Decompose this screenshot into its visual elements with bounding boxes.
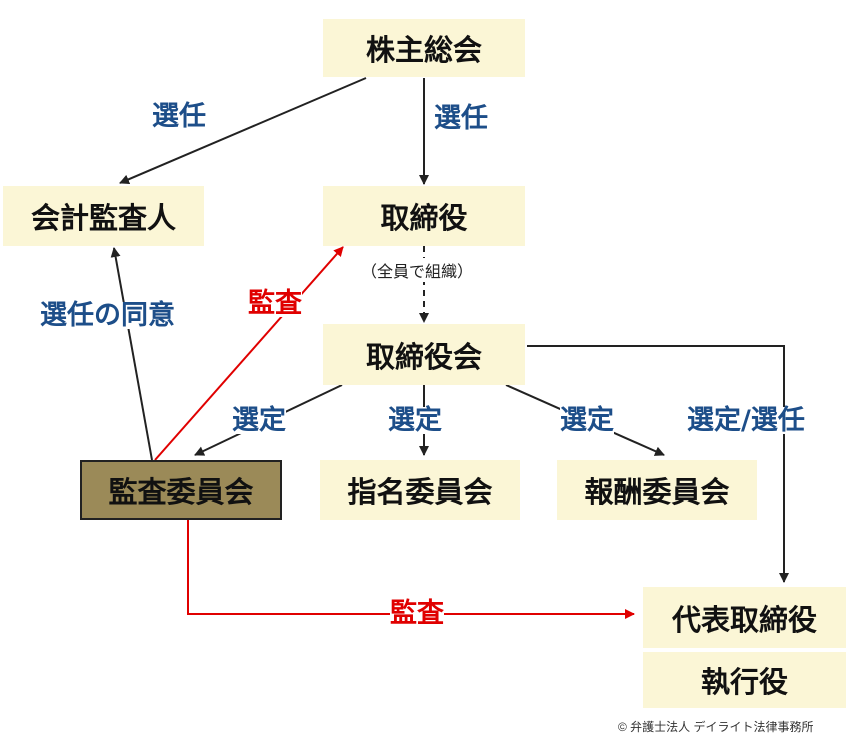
node-board: 取締役会	[323, 324, 525, 385]
directors-note: （全員で組織）	[361, 258, 474, 282]
label-audit-up: 監査	[248, 288, 302, 319]
arrow-elect-auditor	[119, 77, 367, 185]
node-representative-executive: 代表取締役	[643, 587, 846, 648]
label-select-mid: 選定	[388, 405, 442, 436]
copyright-credit: © 弁護士法人 デイライト法律事務所	[618, 720, 814, 734]
label-elect-left: 選任	[152, 101, 206, 132]
label-select-right: 選定	[560, 405, 614, 436]
node-compensation-committee: 報酬委員会	[557, 460, 757, 520]
label-audit-bottom: 監査	[390, 598, 444, 629]
node-audit-committee: 監査委員会	[80, 460, 282, 520]
arrow-audit-exec	[187, 520, 635, 619]
label-consent: 選任の同意	[40, 300, 175, 331]
node-executive-officer: 執行役	[643, 652, 846, 708]
label-select-elect: 選定/選任	[687, 405, 805, 436]
label-elect-down: 選任	[434, 103, 488, 134]
arrow-select-elect-exec	[527, 345, 789, 583]
node-directors: 取締役	[323, 186, 525, 246]
arrow-consent-auditor	[110, 247, 153, 461]
label-select-left: 選定	[232, 405, 286, 436]
node-shareholders-meeting: 株主総会	[323, 19, 525, 77]
arrow-audit-directors	[154, 246, 344, 461]
node-accounting-auditor: 会計監査人	[3, 186, 204, 246]
node-nomination-committee: 指名委員会	[320, 460, 520, 520]
